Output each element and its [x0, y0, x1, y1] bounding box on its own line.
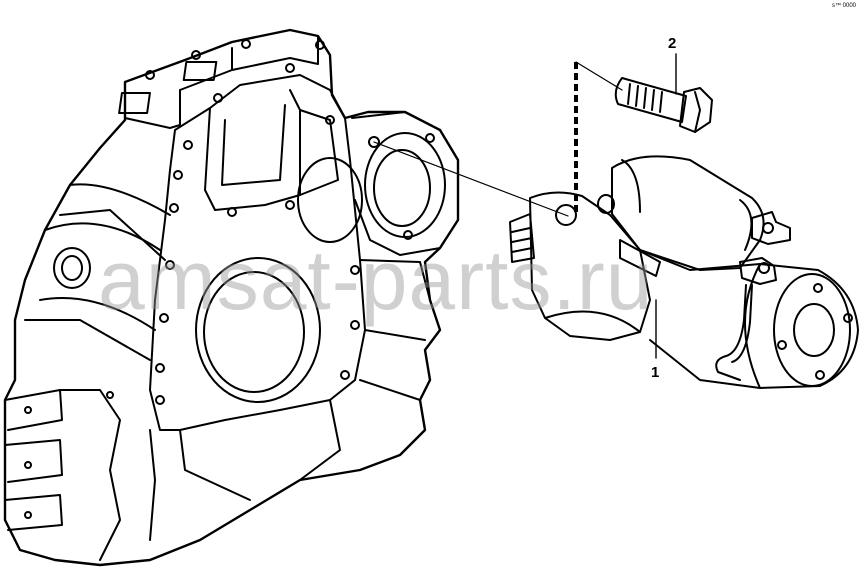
alignment-leader	[373, 141, 569, 217]
starter-motor	[509, 155, 859, 389]
callout-2-label: 2	[668, 35, 677, 52]
document-code: s™ 0000	[831, 3, 856, 9]
callout-1-label: 1	[651, 364, 660, 381]
flywheel-housing	[3, 28, 460, 567]
bolt	[614, 77, 713, 133]
